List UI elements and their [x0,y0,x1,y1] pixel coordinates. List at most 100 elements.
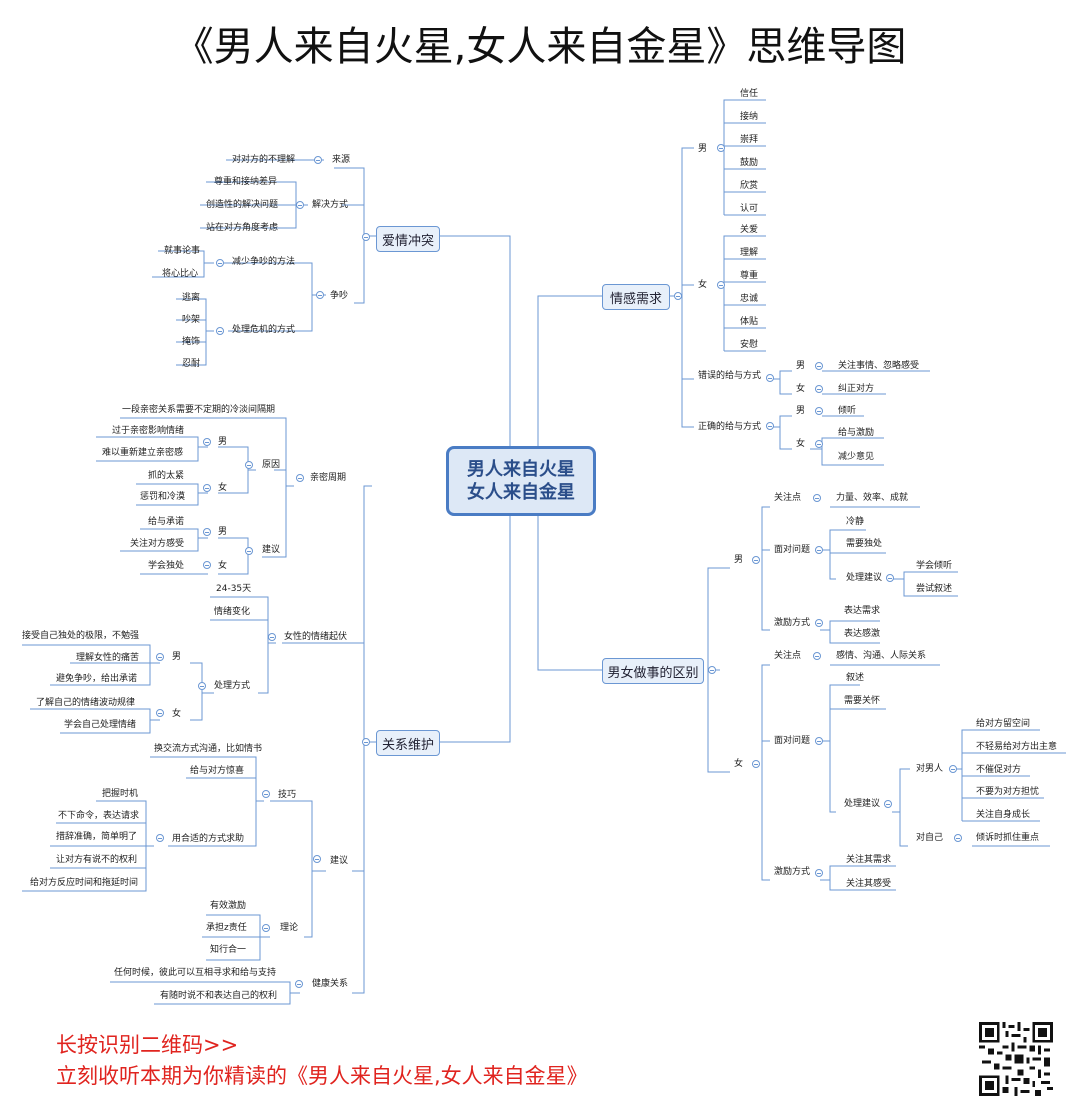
collapse-icon[interactable] [268,633,276,641]
to-men-item: 给对方留空间 [976,719,1031,729]
wrong-men-item: 关注事情、忽略感受 [838,361,920,371]
topic-love-conflict[interactable]: 爱情冲突 [376,226,440,252]
label-women: 女 [796,439,806,449]
collapse-icon[interactable] [313,855,321,863]
qr-code-icon[interactable] [979,1022,1053,1096]
men-motivate-item: 表达感激 [844,629,881,639]
collapse-icon[interactable] [752,760,760,768]
collapse-icon[interactable] [362,233,370,241]
collapse-icon[interactable] [156,653,164,661]
women-problem-item: 需要关怀 [844,696,881,706]
reason-men-item: 过于亲密影响情绪 [112,426,185,436]
collapse-icon[interactable] [886,574,894,582]
cta-line-1: 长按识别二维码>> [56,1033,239,1057]
label-female-cycle: 女性的情绪起伏 [284,632,348,642]
collapse-icon[interactable] [262,924,270,932]
collapse-icon[interactable] [766,374,774,382]
collapse-icon[interactable] [708,666,716,674]
collapse-icon[interactable] [815,869,823,877]
collapse-icon[interactable] [674,292,682,300]
label-men: 男 [698,144,708,154]
women-need: 忠诚 [740,294,759,304]
collapse-icon[interactable] [316,291,324,299]
men-need: 欣赏 [740,181,759,191]
women-need: 安慰 [740,340,759,350]
collapse-icon[interactable] [216,259,224,267]
label-men: 男 [734,555,744,565]
collapse-icon[interactable] [949,765,957,773]
label-advice: 处理建议 [846,573,883,583]
collapse-icon[interactable] [815,546,823,554]
topic-differences[interactable]: 男女做事的区别 [602,658,704,684]
label-men: 男 [218,527,228,537]
men-advice-item: 学会倾听 [916,561,953,571]
collapse-icon[interactable] [813,652,821,660]
reduce-item: 就事论事 [164,246,201,256]
label-to-men: 对男人 [916,764,944,774]
collapse-icon[interactable] [203,484,211,492]
central-topic-line1: 男人来自火星 [467,458,575,480]
collapse-icon[interactable] [295,980,303,988]
men-problem-item: 冷静 [846,517,865,527]
collapse-icon[interactable] [752,556,760,564]
topic-intimacy-cycle[interactable]: 亲密周期 [310,473,347,483]
collapse-icon[interactable] [813,494,821,502]
label-source: 来源 [332,155,351,165]
central-topic[interactable]: 男人来自火星 女人来自金星 [446,446,596,516]
label-women: 女 [734,759,744,769]
collapse-icon[interactable] [198,682,206,690]
collapse-icon[interactable] [203,561,211,569]
men-motivate-item: 表达需求 [844,606,881,616]
collapse-icon[interactable] [717,281,725,289]
help-item: 不下命令，表达请求 [58,811,140,821]
collapse-icon[interactable] [314,156,322,164]
collapse-icon[interactable] [296,474,304,482]
healthy-item: 任何时候，彼此可以互相寻求和给与支持 [114,968,277,978]
label-women: 女 [218,561,228,571]
label-healthy: 健康关系 [312,979,349,989]
label-problem: 面对问题 [774,545,811,555]
label-reason: 原因 [262,460,281,470]
collapse-icon[interactable] [156,709,164,717]
handling-women-item: 学会自己处理情绪 [64,720,137,730]
women-focus-item: 感情、沟通、人际关系 [836,651,927,661]
topic-relationship-maintenance[interactable]: 关系维护 [376,730,440,756]
cta-line-2: 立刻收听本期为你精读的《男人来自火星,女人来自金星》 [56,1064,588,1088]
men-need: 崇拜 [740,135,759,145]
collapse-icon[interactable] [216,327,224,335]
handling-men-item: 避免争吵，给出承诺 [56,674,138,684]
collapse-icon[interactable] [262,790,270,798]
collapse-icon[interactable] [815,385,823,393]
collapse-icon[interactable] [815,440,823,448]
collapse-icon[interactable] [815,737,823,745]
topic-emotional-needs[interactable]: 情感需求 [602,284,670,310]
collapse-icon[interactable] [717,144,725,152]
label-crisis: 处理危机的方式 [232,325,296,335]
collapse-icon[interactable] [884,800,892,808]
men-need: 鼓励 [740,158,759,168]
collapse-icon[interactable] [296,201,304,209]
collapse-icon[interactable] [815,362,823,370]
label-men: 男 [796,361,806,371]
label-women: 女 [218,483,228,493]
collapse-icon[interactable] [245,547,253,555]
collapse-icon[interactable] [156,834,164,842]
collapse-icon[interactable] [203,528,211,536]
collapse-icon[interactable] [815,619,823,627]
solution-item: 站在对方角度考虑 [206,223,279,233]
crisis-item: 忍耐 [182,359,201,369]
collapse-icon[interactable] [362,738,370,746]
to-men-item: 不轻易给对方出主意 [976,742,1058,752]
collapse-icon[interactable] [954,834,962,842]
collapse-icon[interactable] [766,422,774,430]
women-motivate-item: 关注其感受 [846,879,892,889]
men-focus-item: 力量、效率、成就 [836,493,909,503]
help-item: 让对方有说不的权利 [56,855,138,865]
collapse-icon[interactable] [815,407,823,415]
collapse-icon[interactable] [203,438,211,446]
crisis-item: 逃离 [182,293,201,303]
collapse-icon[interactable] [245,461,253,469]
right-women-item: 减少意见 [838,452,875,462]
women-problem-item: 叙述 [846,673,865,683]
call-to-action: 长按识别二维码>> 立刻收听本期为你精读的《男人来自火星,女人来自金星》 [56,1030,588,1092]
